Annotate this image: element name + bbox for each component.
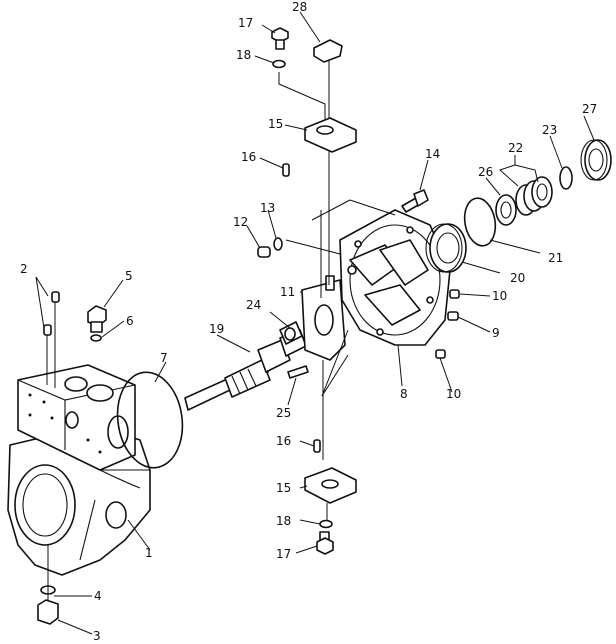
- bolt-17-upper: [271, 27, 289, 50]
- plug-10-upper: [449, 289, 460, 299]
- callout-2: 2: [20, 262, 28, 276]
- bearing: [425, 223, 467, 273]
- o-ring-6: [90, 334, 102, 342]
- bracket-15-upper: [304, 117, 357, 153]
- callout-4: 4: [94, 589, 102, 603]
- callout-27: 27: [582, 102, 597, 116]
- spring-set: [515, 176, 553, 216]
- callout-23: 23: [542, 123, 557, 137]
- valve-block: [17, 364, 136, 471]
- callout-19: 19: [209, 322, 224, 336]
- bracket-15-lower: [304, 467, 357, 504]
- callout-8: 8: [400, 387, 408, 401]
- callout-14: 14: [425, 147, 440, 161]
- coupling: [279, 321, 303, 345]
- valve-plate: [301, 275, 346, 361]
- pump-body: [339, 209, 451, 346]
- callout-15-lower: 15: [276, 481, 291, 495]
- callout-1: 1: [145, 546, 153, 560]
- bolt-17-lower: [316, 531, 334, 555]
- callout-16-lower: 16: [276, 434, 291, 448]
- collar: [495, 194, 517, 226]
- callout-16-upper: 16: [241, 150, 256, 164]
- washer-18-upper: [272, 59, 286, 69]
- bolt-14: [401, 189, 429, 213]
- large-o-ring: [116, 371, 184, 469]
- plug-bolt-upper: [87, 305, 107, 333]
- oil-seal: [580, 139, 612, 181]
- callout-12: 12: [233, 215, 248, 229]
- callout-5: 5: [125, 269, 133, 283]
- callout-28: 28: [292, 0, 307, 14]
- callout-22: 22: [508, 141, 523, 155]
- pin-16-lower: [313, 439, 321, 453]
- callout-20: 20: [510, 271, 525, 285]
- callout-6: 6: [126, 314, 134, 328]
- plug-12: [257, 246, 271, 258]
- callout-17-lower: 17: [276, 547, 291, 561]
- callout-13: 13: [260, 201, 275, 215]
- callout-3: 3: [93, 629, 101, 643]
- drive-shaft: [184, 329, 307, 411]
- plug-10-lower: [435, 349, 446, 359]
- key-pin: [287, 365, 309, 379]
- leader-lines: [35, 11, 595, 635]
- snap-ring-23: [559, 166, 573, 190]
- callout-11: 11: [280, 285, 295, 299]
- o-ring-13: [273, 237, 283, 251]
- callout-labels: 1 2 3 4 5 6 7 8 9 10 10 11 12 13 14 15 1…: [20, 0, 597, 643]
- callout-15-upper: 15: [268, 117, 283, 131]
- plug-9: [447, 311, 459, 321]
- callout-17-upper: 17: [238, 16, 253, 30]
- washer-18-lower: [319, 519, 333, 529]
- callout-24: 24: [246, 298, 261, 312]
- callout-7: 7: [160, 351, 168, 365]
- snap-ring-21: [463, 197, 497, 247]
- callout-10-lower: 10: [446, 387, 461, 401]
- cap-28: [313, 39, 343, 63]
- callout-18-lower: 18: [276, 514, 291, 528]
- pin-16-upper: [282, 163, 290, 177]
- callout-9: 9: [492, 326, 500, 340]
- callout-26: 26: [478, 165, 493, 179]
- callout-25: 25: [276, 406, 291, 420]
- pin-pair: [43, 291, 60, 388]
- callout-21: 21: [548, 251, 563, 265]
- callout-10-upper: 10: [492, 289, 507, 303]
- callout-18-upper: 18: [236, 48, 251, 62]
